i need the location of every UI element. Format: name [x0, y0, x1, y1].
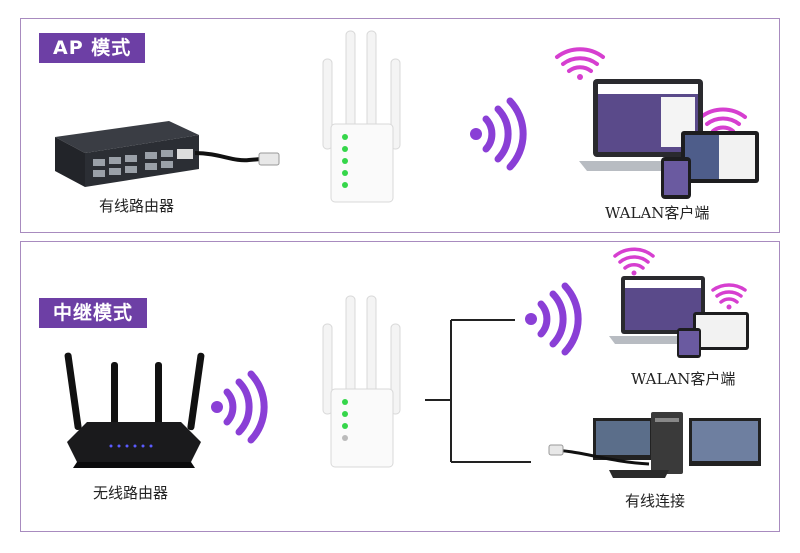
repeater-wired-client-caption: 有线连接	[625, 492, 686, 510]
connection-branch-lines	[425, 319, 531, 463]
wifi-icon	[555, 47, 605, 73]
repeater-wired-clients-image	[548, 412, 761, 478]
wired-router-image	[55, 121, 280, 187]
ap-mode-tag: AP 模式	[39, 33, 146, 63]
ap-mode-panel: AP 模式 有线路由器	[20, 18, 780, 233]
repeater-wireless-client-caption: WALAN客户端	[631, 370, 736, 388]
ap-wifi-signal-icon	[470, 97, 527, 171]
repeater-output-wifi-signal-icon	[525, 282, 582, 356]
repeater-source-caption: 无线路由器	[93, 484, 169, 502]
ap-client-caption: WALAN客户端	[605, 204, 710, 222]
wireless-router-image	[64, 352, 205, 468]
range-extender-ap-image	[322, 30, 401, 203]
repeater-mode-tag: 中继模式	[39, 298, 148, 328]
repeater-input-wifi-signal-icon	[211, 370, 268, 444]
repeater-mode-panel: 中继模式 无线路由器	[20, 241, 780, 532]
ap-wireless-clients-image	[555, 47, 759, 199]
range-extender-repeater-image	[322, 295, 401, 468]
repeater-wireless-clients-image	[609, 247, 749, 358]
ap-source-caption: 有线路由器	[99, 197, 175, 215]
